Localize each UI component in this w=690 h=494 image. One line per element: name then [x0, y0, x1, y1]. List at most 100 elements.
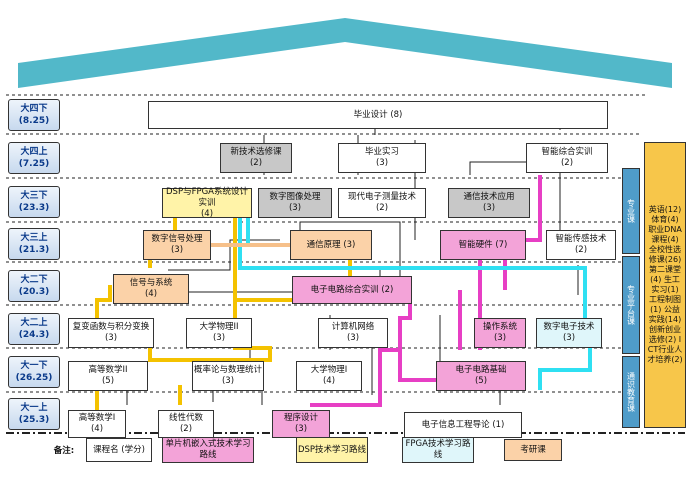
- course-credit: (3): [482, 203, 496, 213]
- course-credit: (4): [90, 424, 104, 434]
- course-complex-func: 复变函数与积分变换(3): [68, 318, 154, 348]
- course-name: 智能硬件: [458, 239, 493, 250]
- course-name: 数字电子技术: [543, 322, 595, 332]
- course-comm-principle: 通信原理 (3): [290, 230, 372, 260]
- course-signals-systems: 信号与系统(4): [113, 274, 189, 304]
- course-programming: 程序设计(3): [272, 410, 330, 438]
- course-credit: (3): [294, 424, 308, 434]
- course-name: 现代电子测量技术: [347, 192, 416, 202]
- course-name: 概率论与数理统计: [194, 365, 263, 375]
- course-name: 毕业实习: [364, 147, 399, 157]
- course-name: 程序设计: [283, 413, 318, 423]
- course-name: 操作系统: [482, 322, 517, 332]
- semester-credits: (25.3): [18, 415, 50, 425]
- course-linear-algebra: 线性代数(2): [158, 410, 214, 438]
- course-name: 智能传感技术: [555, 234, 607, 244]
- course-credit: (4): [322, 376, 336, 386]
- semester-label: 大三上(21.3): [8, 228, 60, 260]
- legend-course-credit-text: 课程名 (学分): [93, 444, 145, 455]
- course-graduation-design: 毕业设计 (8): [148, 101, 608, 129]
- course-name: 数字图像处理: [269, 192, 321, 202]
- course-name: 高等数学II: [88, 365, 128, 375]
- semester-label: 大四上(7.25): [8, 142, 60, 174]
- course-name: 通信技术应用: [463, 192, 515, 202]
- course-os: 操作系统(3): [474, 318, 526, 348]
- label-platform-courses: 专业平台课: [622, 256, 640, 354]
- course-credit: (3): [375, 158, 389, 168]
- course-modern-measure: 现代电子测量技术(2): [338, 188, 426, 218]
- roof-shape: [18, 18, 672, 88]
- semester-credits: (26.25): [15, 373, 53, 383]
- semester-name: 大一上: [20, 403, 48, 413]
- course-credit: (3): [170, 245, 184, 255]
- course-name: 高等数学I: [78, 413, 116, 423]
- legend-exam-course: 考研课: [504, 439, 562, 461]
- semester-credits: (24.3): [18, 330, 50, 340]
- course-smart-sensor: 智能传感技术(2): [546, 230, 616, 260]
- course-digital-signal: 数字信号处理(3): [143, 230, 211, 260]
- course-name: 数字信号处理: [151, 234, 203, 244]
- legend-dsp-route: DSP技术学习路线: [296, 437, 368, 463]
- course-name: 通信原理: [306, 239, 341, 250]
- course-credit: (3): [221, 376, 235, 386]
- label-general-courses: 通识教育课: [622, 356, 640, 428]
- semester-label: 大二下 (20.3): [8, 270, 60, 302]
- course-credit: (2): [375, 203, 389, 213]
- course-name: 新技术选修课: [230, 147, 282, 157]
- semester-credits: (20.3): [18, 287, 50, 297]
- course-name: 信号与系统: [129, 278, 173, 288]
- semester-label: 大一上 (25.3): [8, 398, 60, 430]
- course-dsp-fpga: DSP与FPGA系统设计实训(4): [162, 187, 252, 219]
- course-credit: (5): [474, 376, 488, 386]
- course-credit: (3): [104, 333, 118, 343]
- course-credit: (2): [381, 284, 394, 295]
- course-new-tech-lecture: 新技术选修课(2): [220, 143, 292, 173]
- course-credit: (3): [212, 333, 226, 343]
- semester-name: 大三上: [20, 233, 48, 243]
- legend-dsp-text: DSP技术学习路线: [297, 444, 367, 455]
- course-math2: 高等数学II(5): [68, 361, 148, 391]
- course-credit: (8): [390, 109, 403, 120]
- semester-credits: (23.3): [18, 203, 50, 213]
- course-smart-training: 智能综合实训(2): [526, 143, 608, 173]
- course-credit: (3): [343, 239, 356, 250]
- course-graduation-practice: 毕业实习(3): [338, 143, 426, 173]
- course-computer-network: 计算机网络(3): [318, 318, 388, 348]
- course-credit: (3): [346, 333, 360, 343]
- course-name: 大学物理I: [310, 365, 348, 375]
- course-credit: (5): [101, 376, 115, 386]
- course-credit: (2): [179, 424, 193, 434]
- course-name: 电子信息工程导论: [421, 419, 490, 430]
- course-physics1: 大学物理I(4): [296, 361, 362, 391]
- course-credit: (3): [562, 333, 576, 343]
- course-name: 电子电路综合实训: [310, 284, 379, 295]
- semester-label: 大二上 (24.3): [8, 313, 60, 345]
- course-comm-tech-app: 通信技术应用(3): [448, 188, 530, 218]
- course-name: 大学物理II: [199, 322, 239, 332]
- course-credit: (2): [249, 158, 263, 168]
- course-name: 毕业设计: [353, 109, 388, 120]
- course-credit: (2): [560, 158, 574, 168]
- semester-name: 大二上: [20, 318, 48, 328]
- semester-credits: (7.25): [18, 159, 50, 169]
- course-digital-electronics: 数字电子技术(3): [536, 318, 602, 348]
- course-credit: (2): [574, 245, 588, 255]
- course-credit: (4): [200, 208, 214, 219]
- semester-name: 大四下: [20, 104, 48, 114]
- course-circuit-training: 电子电路综合实训 (2): [292, 276, 412, 304]
- course-name: 电子电路基础: [455, 365, 507, 375]
- course-name: 线性代数: [168, 413, 203, 423]
- course-circuit-basics: 电子电路基础(5): [436, 361, 526, 391]
- general-course-text: 英语(12) 体育(4) 职业DNA课程(4) 全校性选修课(26) 第二课堂(…: [647, 205, 683, 364]
- course-credit: (3): [493, 333, 507, 343]
- label-major-courses: 专业课: [622, 168, 640, 254]
- course-name: 复变函数与积分变换: [72, 322, 150, 332]
- semester-name: 大一下: [20, 361, 48, 371]
- semester-label: 大一下 (26.25): [8, 356, 60, 388]
- legend-note: 备注:: [48, 446, 80, 460]
- semester-name: 大二下: [20, 275, 48, 285]
- course-smart-hardware: 智能硬件 (7): [440, 230, 526, 260]
- semester-credits: (8.25): [18, 116, 50, 126]
- course-digital-image: 数字图像处理(3): [258, 188, 332, 218]
